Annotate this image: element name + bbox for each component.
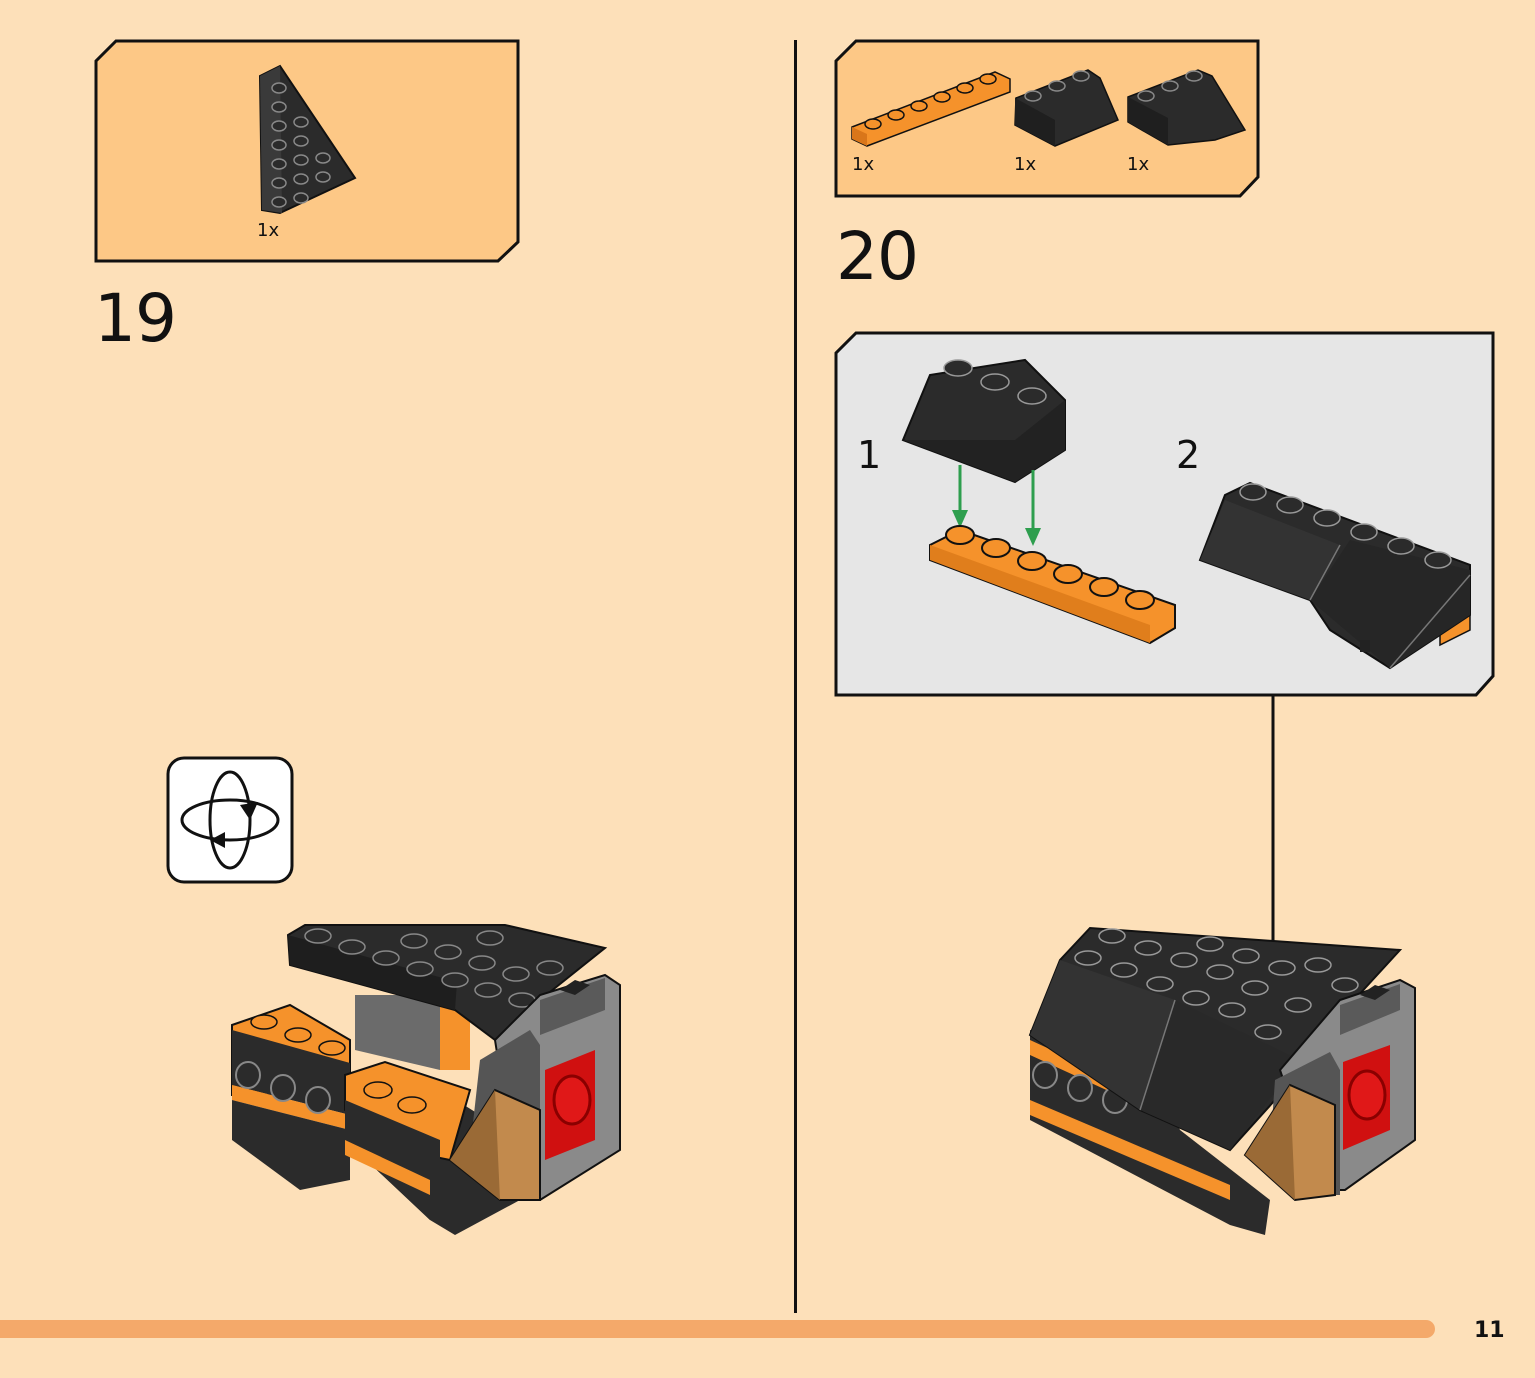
column-divider	[794, 40, 797, 1313]
part-quantity: 1x	[852, 154, 875, 175]
part-quantity: 1x	[1127, 154, 1150, 175]
progress-bar	[0, 1320, 1435, 1338]
step-number: 20	[836, 218, 919, 295]
substep-number: 2	[1176, 433, 1201, 477]
step-number: 19	[94, 280, 177, 357]
part-quantity: 1x	[1014, 154, 1037, 175]
part-quantity: 1x	[257, 220, 280, 241]
page-number: 11	[1474, 1318, 1505, 1343]
substep-number: 1	[857, 433, 882, 477]
